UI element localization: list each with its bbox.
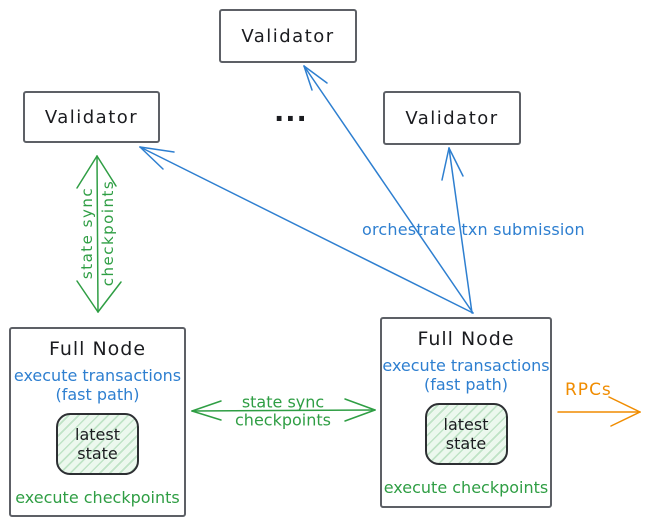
validator-right-label: Validator [405,107,499,129]
latest-state-right-line1: latest [443,415,489,434]
full-node-box-left: Full Node execute transactions (fast pat… [9,327,186,517]
state-sync-vertical-label: state sync checkpoints [77,180,119,287]
latest-state-box-right: latest state [424,403,508,465]
latest-state-left-line2: state [77,444,118,463]
validator-box-left: Validator [23,91,160,143]
validator-box-right: Validator [383,91,521,145]
full-node-box-right: Full Node execute transactions (fast pat… [380,317,552,508]
state-sync-vertical-label-line2: checkpoints [99,179,117,287]
latest-state-right-line2: state [445,434,487,453]
full-node-right-footer: execute checkpoints [383,478,549,497]
orchestrate-txn-submission-label: orchestrate txn submission [362,220,585,239]
more-validators-ellipsis: ... [274,97,308,128]
state-sync-horizontal-label-line1: state sync [241,392,325,412]
rpcs-label: RPCs [565,380,612,400]
latest-state-box-left: latest state [56,413,139,475]
full-node-left-footer: execute checkpoints [15,488,180,507]
full-node-right-exec-line2: (fast path) [424,375,508,394]
state-sync-horizontal-label: state sync checkpoints [235,392,331,429]
validator-top-label: Validator [241,25,335,47]
full-node-left-title: Full Node [48,338,147,360]
rpcs-arrow [557,396,641,427]
full-node-right-exec-line1: execute transactions [382,356,550,375]
validator-box-top: Validator [219,9,357,63]
full-node-right-title: Full Node [417,328,515,350]
state-sync-horizontal-label-line2: checkpoints [235,410,331,429]
full-node-left-exec-line1: execute transactions [13,366,182,385]
validator-left-label: Validator [44,106,139,128]
latest-state-left-line1: latest [75,425,120,444]
state-sync-vertical-label-line1: state sync [78,186,96,280]
full-node-left-exec-line2: (fast path) [55,385,140,404]
